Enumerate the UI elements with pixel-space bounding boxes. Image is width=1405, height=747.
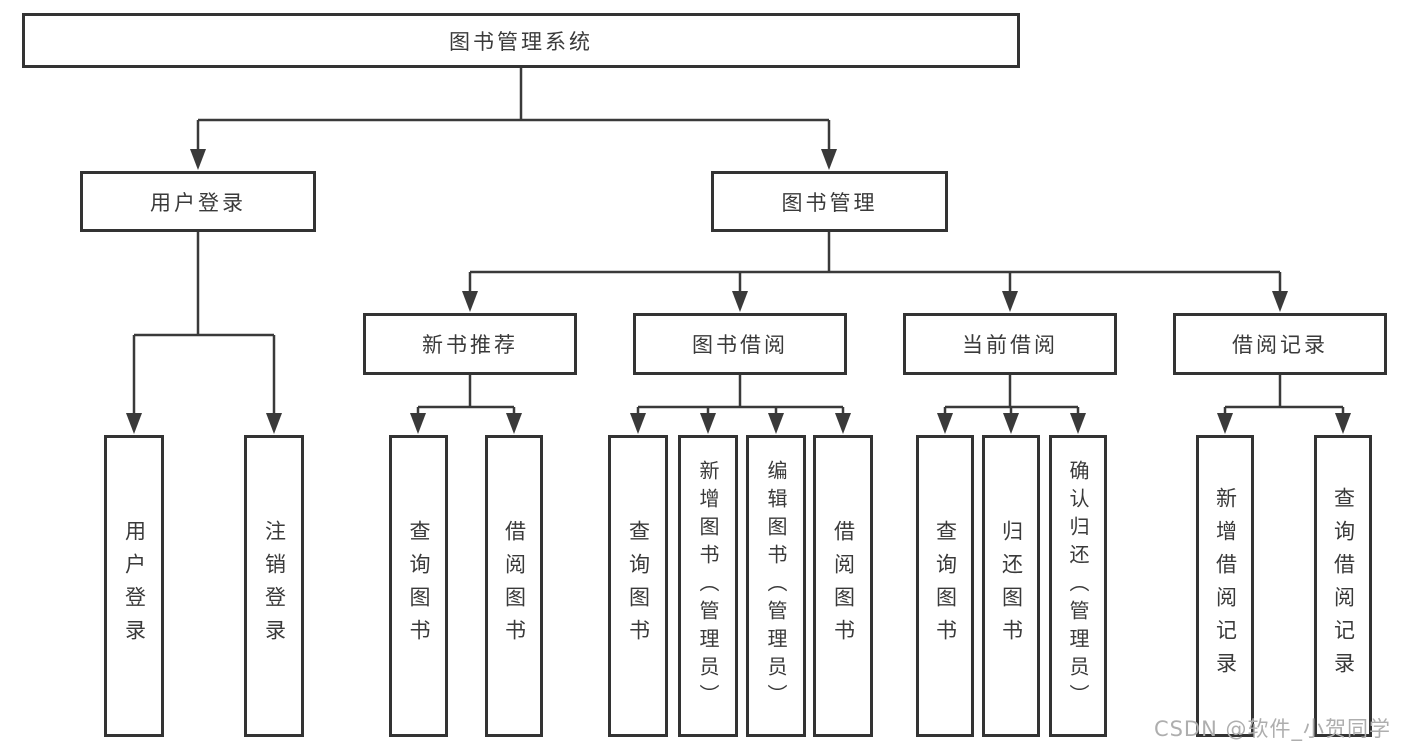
csdn-watermark: CSDN @软件_小贺同学 [1153,717,1391,741]
leaf-query-books-borrowing: 查询图书 [608,435,668,737]
node-new-book-recommend: 新书推荐 [363,313,577,375]
leaf-query-borrow-record: 查询借阅记录 [1314,435,1372,737]
leaf-user-login: 用户登录 [104,435,164,737]
node-user-login: 用户登录 [80,171,316,232]
node-current-borrowing: 当前借阅 [903,313,1117,375]
node-borrowing-records: 借阅记录 [1173,313,1387,375]
leaf-logout: 注销登录 [244,435,304,737]
node-book-management: 图书管理 [711,171,948,232]
node-book-management-system: 图书管理系统 [22,13,1020,68]
arrowheads [126,149,1351,434]
leaf-return-books: 归还图书 [982,435,1040,737]
node-book-borrowing: 图书借阅 [633,313,847,375]
leaf-borrow-books-recommend: 借阅图书 [485,435,543,737]
leaf-add-borrow-record: 新增借阅记录 [1196,435,1254,737]
leaf-borrow-books-borrowing: 借阅图书 [813,435,873,737]
leaf-query-books-current: 查询图书 [916,435,974,737]
leaf-edit-books-admin: 编辑图书（管理员） [746,435,806,737]
leaf-query-books-recommend: 查询图书 [389,435,448,737]
leaf-confirm-return-admin: 确认归还（管理员） [1049,435,1107,737]
leaf-add-books-admin: 新增图书（管理员） [678,435,738,737]
